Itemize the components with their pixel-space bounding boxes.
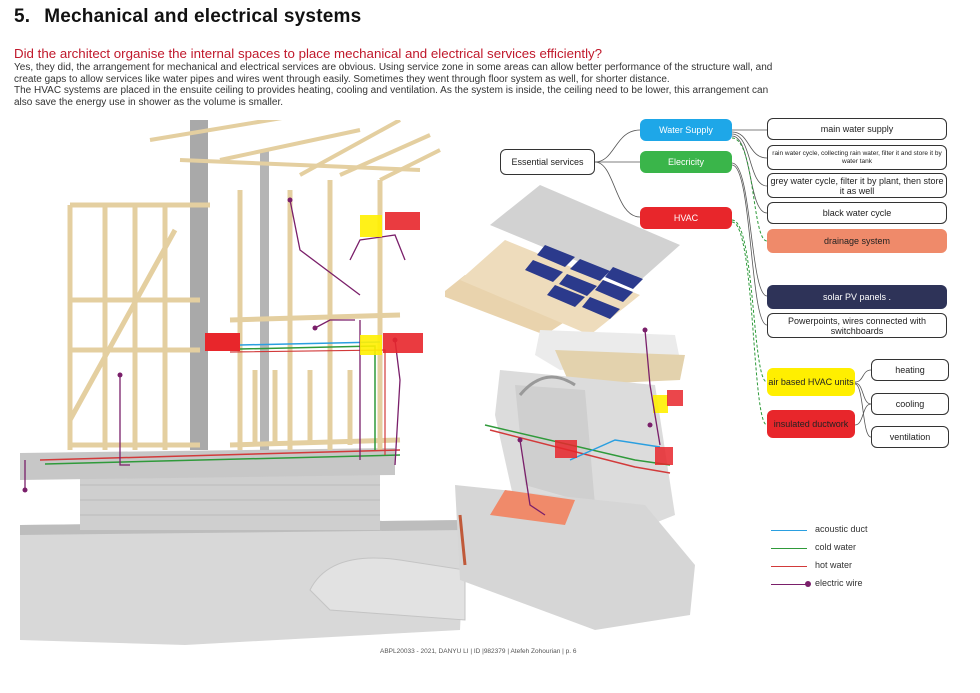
hvac-duct-box: [205, 333, 240, 351]
timber-frame: [67, 180, 401, 450]
electric-item-solar: solar PV panels .: [767, 285, 947, 309]
water-item-grey-water: grey water cycle, filter it by plant, th…: [767, 173, 947, 198]
roof-plate: [490, 185, 680, 285]
hvac-node: HVAC: [640, 207, 732, 229]
body-text: Yes, they did, the arrangement for mecha…: [14, 62, 774, 108]
legend-item-electric-wire: electric wire: [771, 578, 971, 590]
hvac-item-units: air based HVAC units: [767, 368, 855, 396]
legend-swatch: [771, 530, 807, 531]
roof-rafters: [149, 120, 441, 182]
foundation-wall: [80, 475, 380, 530]
legend-item-cold-water: cold water: [771, 542, 971, 554]
legend: acoustic duct cold water hot water elect…: [771, 524, 971, 594]
water-item-rain-water: rain water cycle, collecting rain water,…: [767, 145, 947, 170]
building-section-illustration: [20, 120, 466, 645]
legend-swatch: [771, 566, 807, 567]
water-item-main-supply: main water supply: [767, 118, 947, 140]
solar-pv-panels: [525, 245, 643, 319]
water-item-drainage: drainage system: [767, 229, 947, 253]
water-supply-node: Water Supply: [640, 119, 732, 141]
body-paragraph-2: The HVAC systems are placed in the ensui…: [14, 85, 769, 108]
floor-slab: [20, 448, 395, 480]
essential-services-node: Essential services: [500, 149, 595, 175]
footer-credit: ABPL20033 - 2021, DANYU LI | ID |982379 …: [380, 648, 577, 655]
section-title: Mechanical and electrical systems: [44, 6, 362, 27]
hvac-function-cooling: cooling: [871, 393, 949, 415]
hvac-duct-box: [555, 440, 577, 458]
base-block: [455, 485, 695, 630]
legend-swatch: [771, 584, 807, 585]
body-paragraph-1: Yes, they did, the arrangement for mecha…: [14, 62, 773, 85]
drainage-area: [490, 490, 575, 525]
hvac-item-ductwork: insulated ductwork: [767, 410, 855, 438]
legend-swatch: [771, 548, 807, 549]
hvac-function-heating: heating: [871, 359, 949, 381]
water-item-black-water: black water cycle: [767, 202, 947, 224]
question-heading: Did the architect organise the internal …: [14, 46, 603, 61]
hvac-unit-box: [360, 215, 382, 237]
legend-item-acoustic-duct: acoustic duct: [771, 524, 971, 536]
electricity-node: Elecricity: [640, 151, 732, 173]
page-title: 5. Mechanical and electrical systems: [14, 6, 361, 28]
electric-item-powerpoints: Powerpoints, wires connected with switch…: [767, 313, 947, 338]
ground-slab: [20, 520, 465, 645]
legend-dot: [805, 581, 811, 587]
roof-tiles: [445, 275, 575, 335]
hvac-function-ventilation: ventilation: [871, 426, 949, 448]
exploded-axonometric-illustration: [445, 185, 695, 630]
hvac-unit-box: [653, 395, 668, 413]
legend-item-hot-water: hot water: [771, 560, 971, 572]
section-number: 5.: [14, 6, 31, 27]
